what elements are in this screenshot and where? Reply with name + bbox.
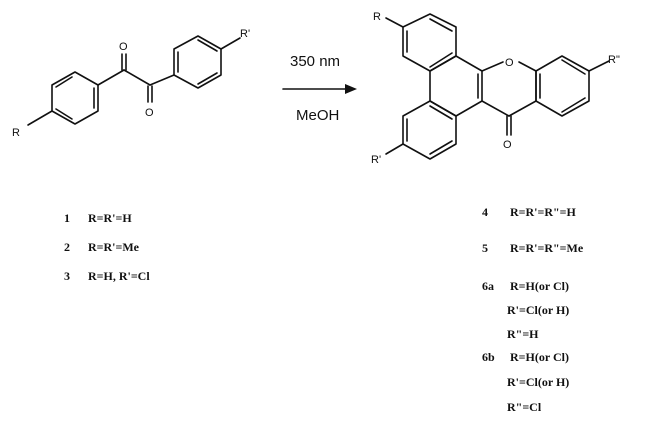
- compound-number: 6a: [482, 279, 494, 293]
- compound-number: 5: [482, 241, 488, 255]
- product-atom-keto-o: O: [503, 139, 512, 151]
- reactant-variant-1: 1 R=R'=H: [64, 211, 132, 226]
- product-ring-e: [535, 55, 590, 117]
- product-ring-b: [402, 100, 457, 160]
- compound-number: 3: [64, 269, 70, 283]
- product-variant-6b-line-3: R"=Cl: [507, 400, 542, 414]
- compound-number: 6b: [482, 350, 495, 364]
- product-variant-6a-line-2: R'=Cl(or H): [507, 303, 570, 317]
- substituent-definition: R=H(or Cl): [510, 279, 569, 293]
- product-structure: [385, 13, 610, 160]
- product-ring-a: [402, 13, 457, 72]
- condition-wavelength: 350 nm: [290, 53, 340, 70]
- compound-number: 2: [64, 240, 70, 254]
- product-variant-6a: 6a R=H(or Cl): [482, 279, 569, 294]
- product-atom-r: R: [373, 11, 381, 23]
- compound-number: 1: [64, 211, 70, 225]
- product-variant-6a-line-3: R"=H: [507, 327, 539, 341]
- substituent-definition: R=R'=R"=Me: [510, 241, 584, 255]
- product-variant-6b: 6b R=H(or Cl): [482, 350, 569, 365]
- reactant-left-ring: [51, 71, 99, 125]
- product-atom-r-double-prime: R": [608, 54, 620, 66]
- substituent-definition: R=R'=Me: [88, 240, 139, 254]
- substituent-definition: R=R'=H: [88, 211, 132, 225]
- product-variant-5: 5 R=R'=R"=Me: [482, 241, 583, 256]
- product-atom-r-prime: R': [371, 154, 381, 166]
- substituent-definition: R=R'=R"=H: [510, 205, 576, 219]
- reactant-structure: [27, 35, 241, 126]
- product-variant-4: 4 R=R'=R"=H: [482, 205, 576, 220]
- condition-solvent: MeOH: [296, 107, 339, 124]
- arrow-head: [345, 84, 357, 94]
- reactant-right-ring: [173, 35, 222, 89]
- compound-number: 4: [482, 205, 488, 219]
- reactant-atom-r-prime: R': [240, 28, 250, 40]
- substituent-definition: R=H(or Cl): [510, 350, 569, 364]
- reactant-atom-o2: O: [145, 107, 154, 119]
- reactant-variant-2: 2 R=R'=Me: [64, 240, 139, 255]
- product-ring-c: [429, 55, 483, 117]
- product-variant-6b-line-2: R'=Cl(or H): [507, 375, 570, 389]
- reactant-atom-o1: O: [119, 41, 128, 53]
- substituent-definition: R=H, R'=Cl: [88, 269, 150, 283]
- reactant-atom-r: R: [12, 127, 20, 139]
- reactant-variant-3: 3 R=H, R'=Cl: [64, 269, 150, 284]
- product-atom-ring-o: O: [505, 57, 514, 69]
